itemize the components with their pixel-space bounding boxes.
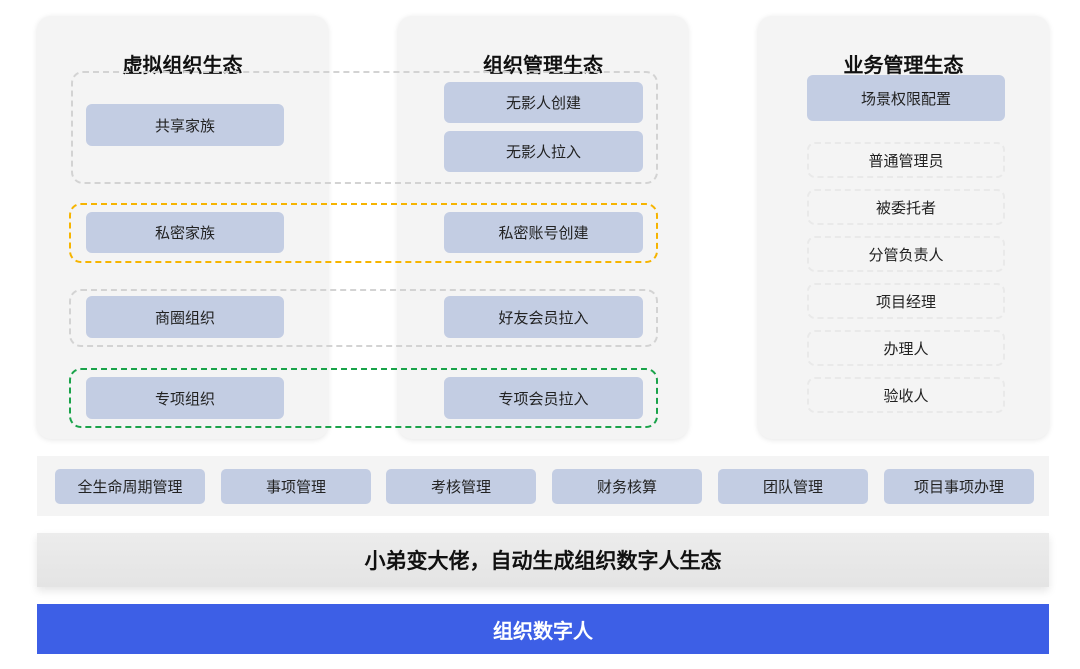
special-member-pull-in-box: 专项会员拉入 (444, 377, 643, 419)
slogan-banner: 小弟变大佬，自动生成组织数字人生态 (37, 533, 1049, 587)
module-matters: 事项管理 (221, 469, 371, 504)
shadow-person-pull-in-box: 无影人拉入 (444, 131, 643, 172)
private-account-create-box: 私密账号创建 (444, 212, 643, 253)
role-handler: 办理人 (807, 330, 1005, 366)
role-acceptor: 验收人 (807, 377, 1005, 413)
module-project-matters: 项目事项办理 (884, 469, 1034, 504)
business-circle-group (69, 289, 658, 347)
org-management-title: 组织管理生态 (483, 53, 603, 77)
role-general-admin: 普通管理员 (807, 142, 1005, 178)
module-finance: 财务核算 (552, 469, 702, 504)
business-circle-box: 商圈组织 (86, 296, 284, 338)
module-team: 团队管理 (718, 469, 868, 504)
shadow-person-create-box: 无影人创建 (444, 82, 643, 123)
private-family-group (69, 203, 658, 263)
shared-family-box: 共享家族 (86, 104, 284, 146)
role-division-head: 分管负责人 (807, 236, 1005, 272)
module-assessment: 考核管理 (386, 469, 536, 504)
foundation-bar: 组织数字人 (37, 604, 1049, 654)
shared-family-group (71, 71, 658, 184)
virtual-org-title: 虚拟组织生态 (122, 53, 243, 77)
scene-permission-config-box: 场景权限配置 (807, 75, 1005, 121)
friend-member-pull-in-box: 好友会员拉入 (444, 296, 643, 338)
private-family-box: 私密家族 (86, 212, 284, 253)
business-management-title: 业务管理生态 (843, 53, 964, 77)
special-org-group (69, 368, 658, 428)
role-project-manager: 项目经理 (807, 283, 1005, 319)
role-delegate: 被委托者 (807, 189, 1005, 225)
module-strip (37, 456, 1049, 516)
module-lifecycle: 全生命周期管理 (55, 469, 205, 504)
special-org-box: 专项组织 (86, 377, 284, 419)
